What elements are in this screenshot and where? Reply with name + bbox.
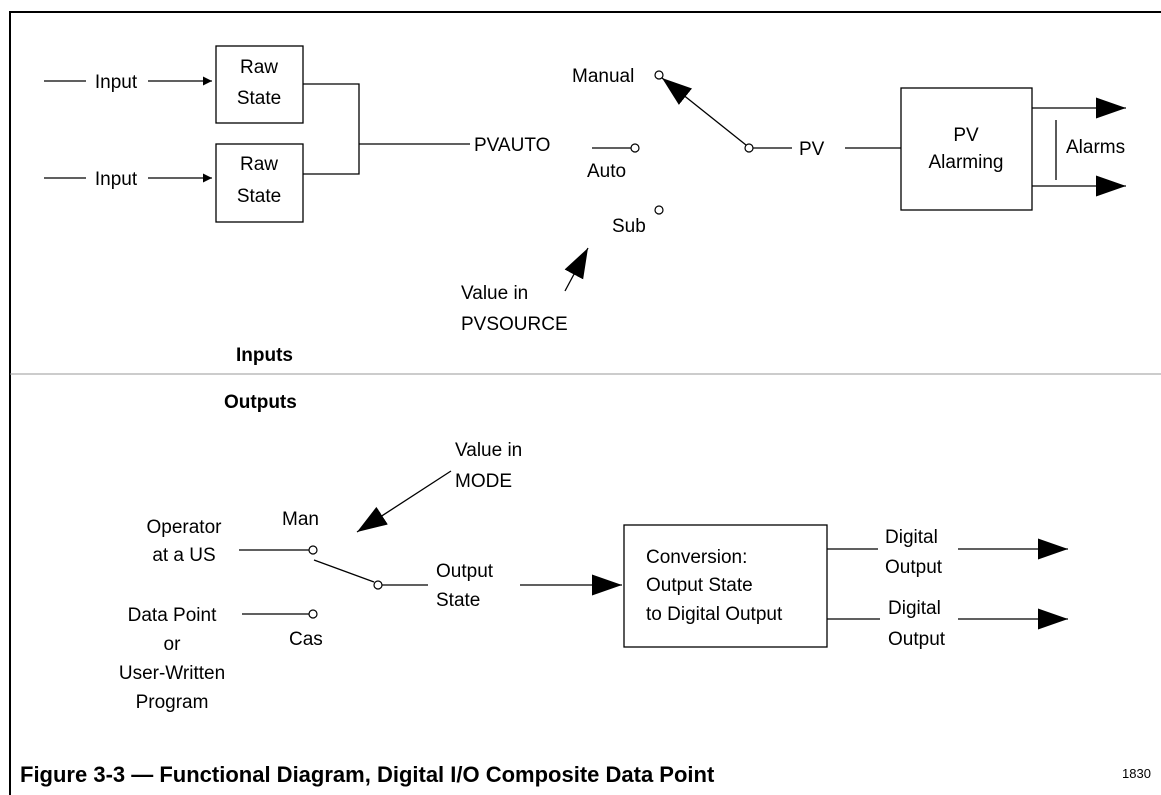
conversion-line-2: Output State (646, 575, 753, 596)
outputs-heading: Outputs (224, 392, 297, 413)
pv-alarming-box (900, 87, 1033, 211)
conversion-line-3: to Digital Output (646, 604, 783, 625)
pvsource-line-1: Value in (461, 283, 528, 304)
raw-state-1-line-1: Raw (240, 57, 278, 78)
data-point-line-4: Program (136, 692, 209, 713)
pv-switch-pivot (744, 143, 754, 153)
combine-connector (303, 83, 470, 175)
alarms-label: Alarms (1066, 137, 1125, 158)
input-label-1: Input (95, 72, 138, 93)
pv-alarming-line-2: Alarming (929, 152, 1004, 173)
operator-line-2: at a US (152, 545, 215, 566)
output-state-line-1-text: Output (436, 561, 494, 582)
raw-state-2-line-1: Raw (240, 154, 278, 175)
cas-contact (308, 609, 318, 619)
data-point-line-1: Data Point (128, 605, 217, 626)
mode-line-2: MODE (455, 471, 512, 492)
mode-line-1: Value in (455, 440, 522, 461)
inputs-heading: Inputs (236, 345, 293, 366)
page-frame (9, 11, 1161, 795)
operator-line-1: Operator (147, 517, 223, 538)
figure-caption: Figure 3-3 — Functional Diagram, Digital… (20, 762, 715, 787)
raw-state-box-1 (215, 45, 304, 124)
pvsource-line-2: PVSOURCE (461, 314, 568, 335)
sub-contact (654, 205, 664, 215)
auto-contact (630, 143, 640, 153)
pvsource-arrow (564, 247, 589, 292)
figure-number: 1830 (1122, 766, 1151, 781)
output-switch-pivot (373, 580, 383, 590)
data-point-line-2: or (164, 634, 182, 655)
man-label: Man (282, 509, 319, 530)
sub-label: Sub (612, 216, 646, 237)
digital-output-1-line-1: Digital (885, 527, 938, 548)
raw-state-2-line-2: State (237, 186, 281, 207)
pv-alarming-line-1: PV (953, 125, 979, 146)
data-point-line-3: User-Written (119, 663, 225, 684)
conversion-line-1: Conversion: (646, 547, 747, 568)
output-switch-arm (313, 559, 375, 583)
manual-label: Manual (572, 66, 634, 87)
digital-output-2-line-2: Output (888, 629, 946, 650)
raw-state-1-line-2: State (237, 88, 281, 109)
output-state-line-2-text: State (436, 590, 480, 611)
digital-output-1-line-2: Output (885, 557, 943, 578)
cas-label: Cas (289, 629, 323, 650)
digital-output-2-line-1: Digital (888, 598, 941, 619)
raw-state-box-2 (215, 143, 304, 223)
pv-switch-arm (661, 77, 747, 146)
manual-contact (654, 70, 664, 80)
conversion-box (623, 524, 828, 648)
pvauto-label: PVAUTO (474, 135, 550, 156)
auto-label: Auto (587, 161, 626, 182)
man-contact (308, 545, 318, 555)
input-label-2: Input (95, 169, 138, 190)
mode-arrow (356, 470, 452, 533)
pv-label: PV (799, 139, 825, 160)
